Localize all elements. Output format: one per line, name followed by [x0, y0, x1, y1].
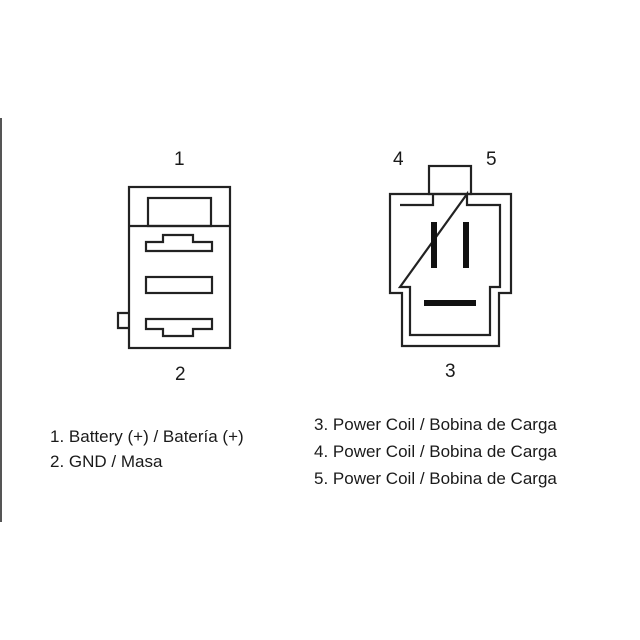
legend-right: 3. Power Coil / Bobina de Carga 4. Power… — [314, 411, 557, 492]
left-connector-terminal-middle — [144, 275, 214, 295]
legend-item-5: 5. Power Coil / Bobina de Carga — [314, 469, 557, 488]
right-connector-pin-blade-left — [431, 222, 437, 268]
legend-item-2: 2. GND / Masa — [50, 452, 163, 471]
left-connector-latch — [146, 196, 213, 228]
left-connector-side-key — [116, 311, 129, 330]
left-connector-terminal-top — [144, 233, 214, 253]
right-connector-pin-blade-bottom — [424, 300, 476, 306]
right-connector-inner-cavity — [397, 190, 502, 337]
pin-label-2: 2 — [175, 364, 186, 385]
right-connector-pin-blade-right — [463, 222, 469, 268]
pin-label-4: 4 — [393, 149, 404, 170]
left-connector-terminal-bottom — [144, 317, 214, 338]
left-connector — [116, 185, 232, 350]
right-connector — [388, 164, 513, 348]
image-edge-line — [0, 118, 2, 522]
pin-label-1: 1 — [174, 149, 185, 170]
left-connector-outer-body — [127, 185, 232, 350]
right-connector-top-latch — [427, 164, 473, 196]
legend-item-1: 1. Battery (+) / Batería (+) — [50, 427, 244, 446]
pin-label-5: 5 — [486, 149, 497, 170]
pin-label-3: 3 — [445, 361, 456, 382]
legend-left: 1. Battery (+) / Batería (+) 2. GND / Ma… — [50, 424, 244, 474]
legend-item-3: 3. Power Coil / Bobina de Carga — [314, 415, 557, 434]
legend-item-4: 4. Power Coil / Bobina de Carga — [314, 442, 557, 461]
right-connector-outer-body — [388, 192, 513, 348]
